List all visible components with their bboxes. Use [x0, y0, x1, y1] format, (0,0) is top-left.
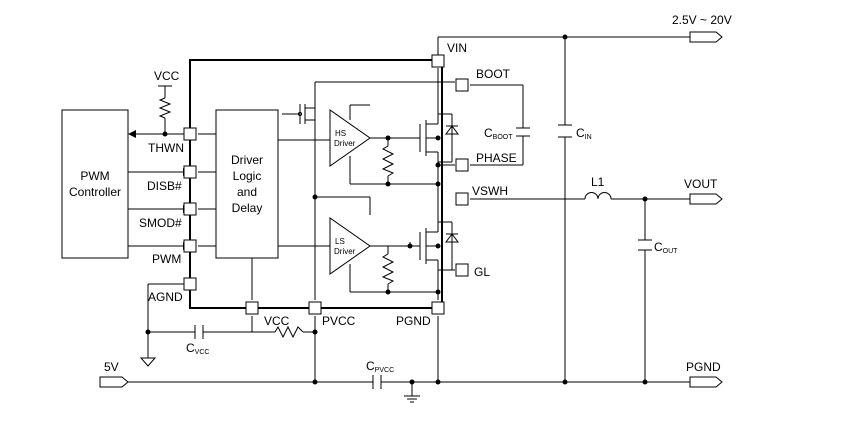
- thwn-label: THWN: [148, 141, 184, 155]
- ic-pins: [183, 54, 469, 315]
- driver-logic-label-line1: Driver: [231, 153, 263, 167]
- pgnd-pin-label: PGND: [396, 314, 431, 328]
- agnd-label: AGND: [148, 290, 183, 304]
- vcc-top-label: VCC: [154, 69, 180, 83]
- disb-label: DISB#: [147, 179, 182, 193]
- vin-pin-label: VIN: [447, 41, 467, 55]
- pin-phase: [455, 158, 469, 172]
- vout-label: VOUT: [684, 177, 718, 191]
- cvcc-label: CVCC: [186, 341, 209, 356]
- hs-driver-label-line2: Driver: [334, 139, 356, 148]
- port-vin: [689, 31, 723, 43]
- pin-vin: [431, 54, 445, 68]
- cout-label: COUT: [654, 240, 678, 255]
- resistors: [158, 97, 395, 339]
- pin-pgnd: [431, 301, 445, 315]
- port-5v: [99, 376, 129, 388]
- labels: 2.5V ~ 20V VIN BOOT PHASE VSWH GL PGND P…: [69, 13, 732, 374]
- pwm-controller-label-line2: Controller: [69, 185, 121, 199]
- hs-driver-label-line1: HS: [335, 129, 346, 138]
- smod-label: SMOD#: [139, 216, 182, 230]
- pin-smod: [183, 202, 197, 216]
- gl-pin-label: GL: [474, 265, 490, 279]
- pwm-controller-block: [61, 109, 129, 259]
- port-pgnd: [689, 376, 723, 388]
- driver-logic-label-line2: Logic: [233, 169, 262, 183]
- pin-agnd: [183, 277, 197, 291]
- inductor-l1: [584, 192, 612, 200]
- ls-driver-label-line2: Driver: [334, 247, 356, 256]
- vcc-resistor: [274, 325, 304, 339]
- internal-wires: [198, 68, 459, 300]
- phase-pin-label: PHASE: [476, 151, 517, 165]
- pwm-label: PWM: [152, 252, 181, 266]
- boot-pin-label: BOOT: [476, 67, 511, 81]
- pin-disb: [183, 165, 197, 179]
- driver-logic-block: [215, 109, 279, 259]
- wires: [126, 36, 690, 396]
- pin-gl: [455, 263, 469, 277]
- driver-logic-label-line4: Delay: [232, 201, 263, 215]
- ls-driver-label-line1: LS: [335, 237, 345, 246]
- five-volt-label: 5V: [104, 360, 119, 374]
- pin-vcc: [245, 301, 259, 315]
- cpvcc-label: CPVCC: [366, 359, 394, 374]
- l1-label: L1: [591, 175, 605, 189]
- pin-vswh: [455, 192, 469, 206]
- junctions: [145, 34, 648, 385]
- vcc-pin-label: VCC: [264, 314, 290, 328]
- ground-symbols: [139, 357, 420, 403]
- port-flags: [99, 31, 723, 388]
- vin-range-label: 2.5V ~ 20V: [672, 13, 732, 27]
- port-vout: [689, 193, 723, 205]
- thwn-arrow: [128, 130, 136, 138]
- pin-thwn: [183, 127, 197, 141]
- capacitors: [194, 124, 652, 389]
- pwm-controller-label-line1: PWM: [80, 169, 109, 183]
- hs-gate-resistor: [381, 145, 395, 177]
- cin-label: CIN: [576, 126, 592, 141]
- driver-logic-label-line3: and: [237, 185, 257, 199]
- pin-pwm: [183, 239, 197, 253]
- pgnd-rail-label: PGND: [686, 360, 721, 374]
- pvcc-pin-label: PVCC: [322, 314, 356, 328]
- vswh-pin-label: VSWH: [472, 184, 508, 198]
- pin-boot: [455, 78, 469, 92]
- ls-gate-resistor: [381, 253, 395, 285]
- pin-pvcc: [308, 301, 322, 315]
- vcc-pullup-resistor: [158, 97, 172, 119]
- cboot-label: CBOOT: [484, 126, 513, 141]
